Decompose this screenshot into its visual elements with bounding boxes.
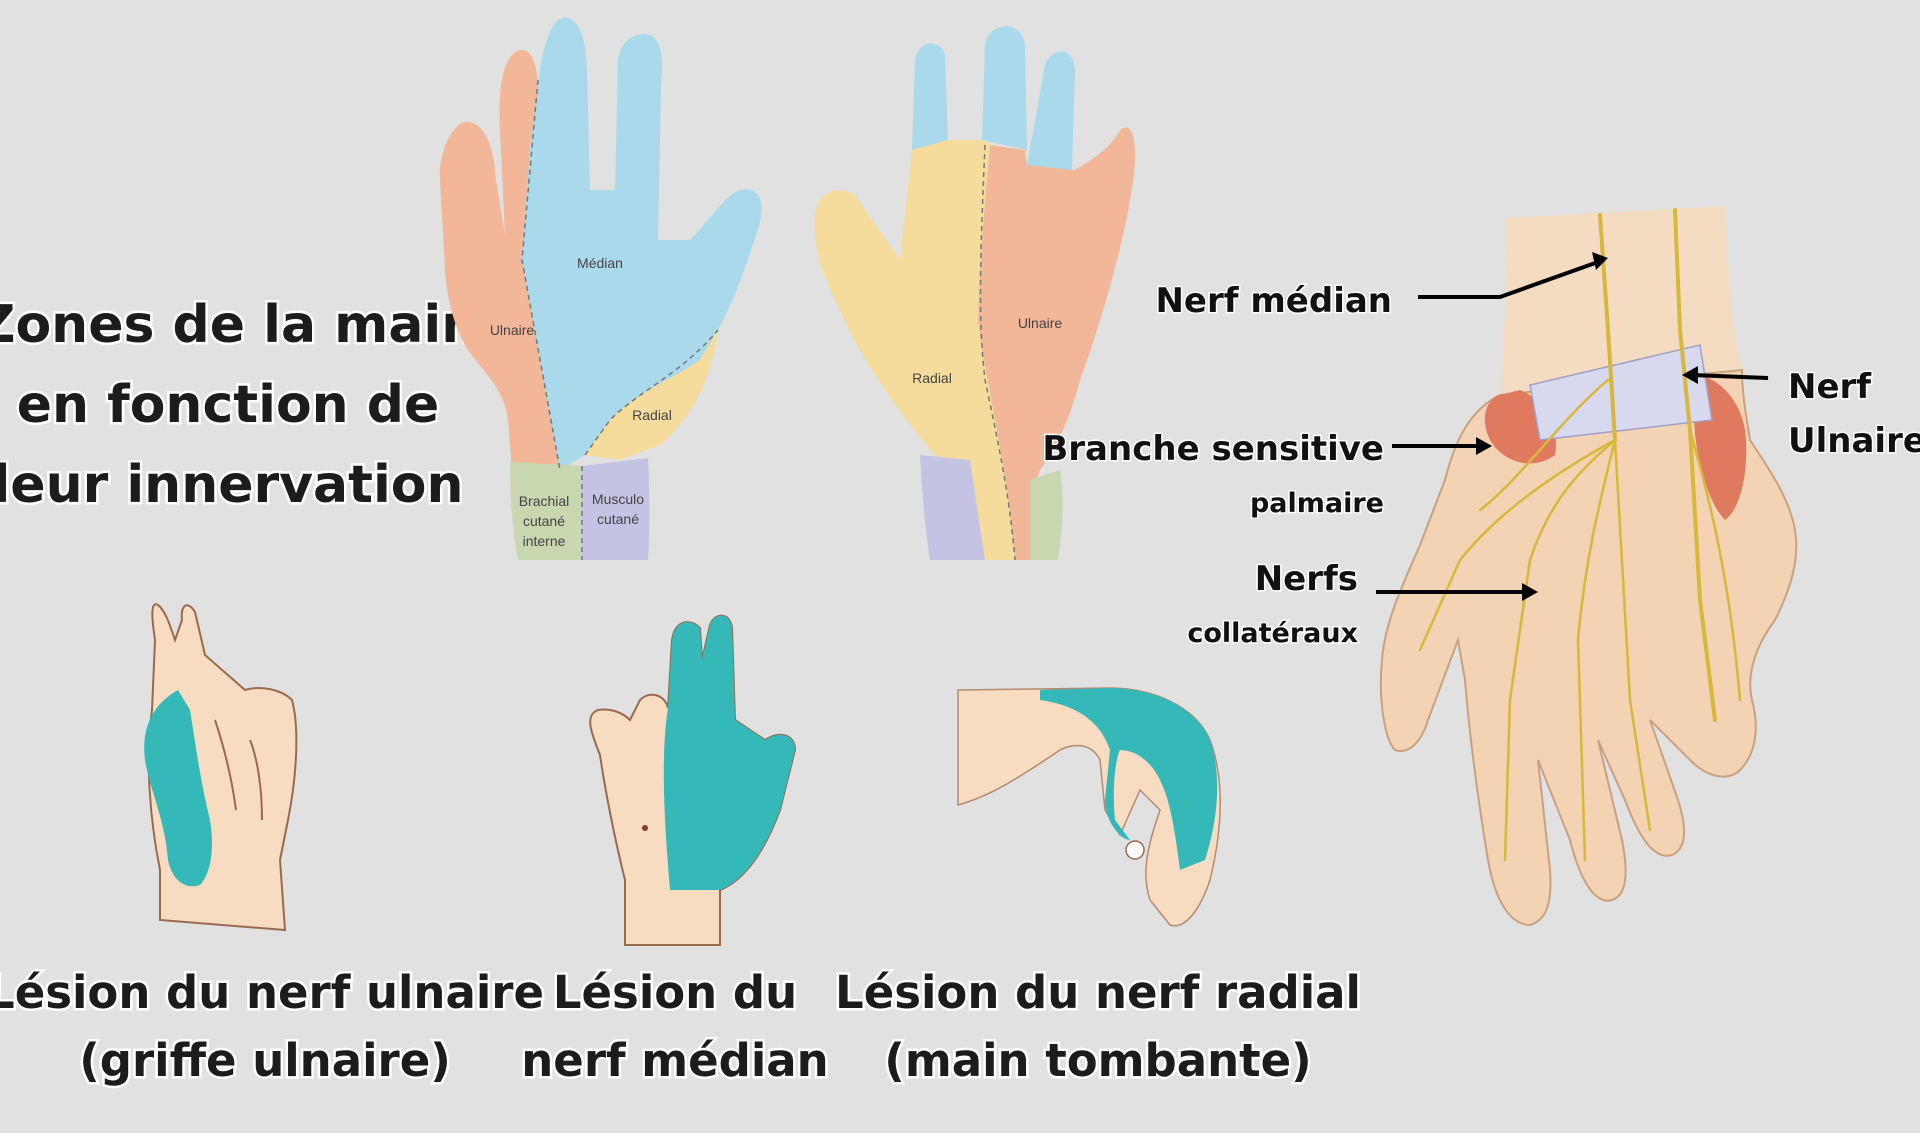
title-line-2: en fonction de (17, 375, 440, 435)
caption-ulnar-line-2: (griffe ulnaire) (79, 1034, 451, 1087)
label-nerf-ulnaire-1: Nerf (1788, 367, 1872, 407)
palm-label-brachial-3: interne (523, 533, 566, 549)
palm-label-brachial-1: Brachial (519, 493, 570, 509)
main-title: Zones de la main en fonction de leur inn… (0, 295, 478, 515)
median-blue-zone (664, 616, 795, 890)
back-brachial-zone (1030, 470, 1063, 560)
label-nerf-median: Nerf médian (1155, 281, 1392, 321)
caption-ulnar-line-1: Lésion du nerf ulnaire (0, 966, 544, 1019)
caption-radial-line-1: Lésion du nerf radial (835, 966, 1361, 1019)
palm-label-musculo-1: Musculo (592, 491, 644, 507)
title-line-3: leur innervation (0, 455, 464, 515)
label-branche-2: palmaire (1250, 488, 1384, 519)
title-line-1: Zones de la main (0, 295, 478, 355)
palm-label-brachial-2: cutané (523, 513, 565, 529)
palm-label-median: Médian (577, 255, 623, 271)
radial-hand-knuckle (1126, 841, 1144, 859)
palm-label-ulnaire: Ulnaire (490, 322, 535, 338)
palm-musculo-zone (582, 458, 650, 560)
palm-hand-illustration: Ulnaire Médian Radial Brachial cutané in… (440, 18, 762, 560)
caption-median-line-1: Lésion du (553, 966, 797, 1019)
median-lesion-hand-illustration (590, 616, 795, 945)
radial-wrist-drop-illustration (958, 688, 1220, 926)
label-branche-1: Branche sensitive (1042, 429, 1384, 469)
caption-median-line-2: nerf médian (521, 1034, 828, 1087)
label-nerf-ulnaire-2: Ulnaire (1788, 421, 1920, 461)
back-label-radial: Radial (912, 370, 952, 386)
ulnar-claw-hand-illustration (144, 604, 296, 930)
palm-label-musculo-2: cutané (597, 511, 639, 527)
palm-label-radial: Radial (632, 407, 672, 423)
wrist-anatomy-illustration (1376, 206, 1796, 925)
back-hand-illustration: Radial Ulnaire (815, 26, 1136, 560)
back-label-ulnaire: Ulnaire (1018, 315, 1063, 331)
median-hand-mark (642, 825, 648, 831)
label-collateraux-2: collatéraux (1187, 618, 1358, 649)
caption-radial-line-2: (main tombante) (884, 1034, 1311, 1087)
label-collateraux-1: Nerfs (1255, 559, 1358, 599)
